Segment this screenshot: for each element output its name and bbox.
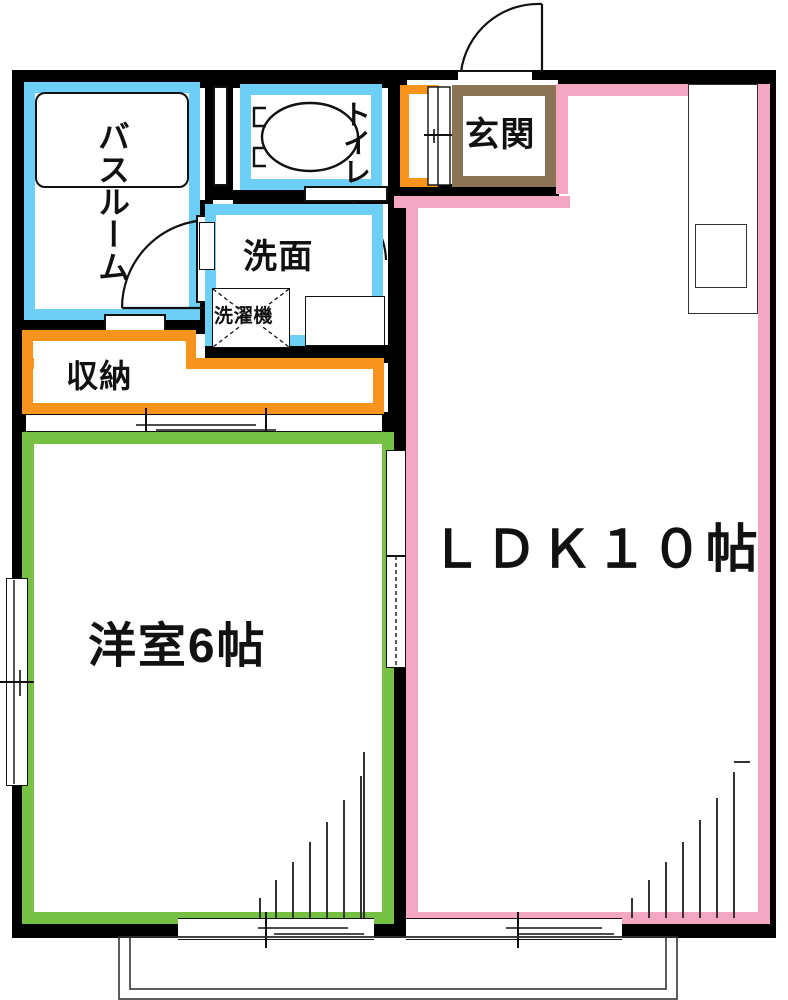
western-room-inner-opening xyxy=(386,450,406,556)
western-room-sliding-marks xyxy=(395,556,397,668)
storage-sliding-doors xyxy=(26,414,382,432)
ldk-pink-entrance-edge-h xyxy=(394,196,570,208)
room-label-western: 洋室6帖 xyxy=(88,620,267,673)
room-label-entrance-2: 玄関 xyxy=(465,116,536,154)
wall-entrance-bottom-2 xyxy=(393,184,559,198)
room-label-ldk: ＬＤＫ１０帖 xyxy=(430,521,761,579)
washing-machine-cross xyxy=(212,288,290,348)
storage-seam-cover xyxy=(34,342,186,402)
room-label-storage: 収納 xyxy=(66,358,133,394)
entrance-swing-door xyxy=(459,2,544,73)
fixture-label-washer: 洗濯機 xyxy=(213,306,275,327)
kitchen-sink xyxy=(695,224,747,288)
balcony xyxy=(118,936,678,1000)
ldk-window-marks xyxy=(506,912,614,948)
room-western[interactable] xyxy=(22,432,394,924)
room-entrance-2[interactable] xyxy=(452,85,556,187)
wall-top-right xyxy=(532,70,776,88)
room-label-toilet: トイレ xyxy=(340,100,371,186)
vanity-counter xyxy=(305,296,385,346)
western-room-curtain xyxy=(259,752,365,918)
shoebox-door-marks-2 xyxy=(424,86,458,186)
ldk-curtain xyxy=(631,761,750,918)
west-window-marks xyxy=(0,580,34,784)
bathtub xyxy=(35,92,189,188)
bathroom-swing-door xyxy=(120,218,211,310)
ldk-pink-entrance-edge xyxy=(556,84,568,194)
toilet-bowl xyxy=(252,101,360,173)
room-label-washroom: 洗面 xyxy=(243,238,314,276)
western-room-window-marks xyxy=(258,912,364,948)
toilet-door-panel xyxy=(304,186,388,202)
hall-window xyxy=(213,86,228,186)
washroom-left-opening xyxy=(199,222,215,270)
room-label-bathroom: バスルーム xyxy=(94,120,130,284)
